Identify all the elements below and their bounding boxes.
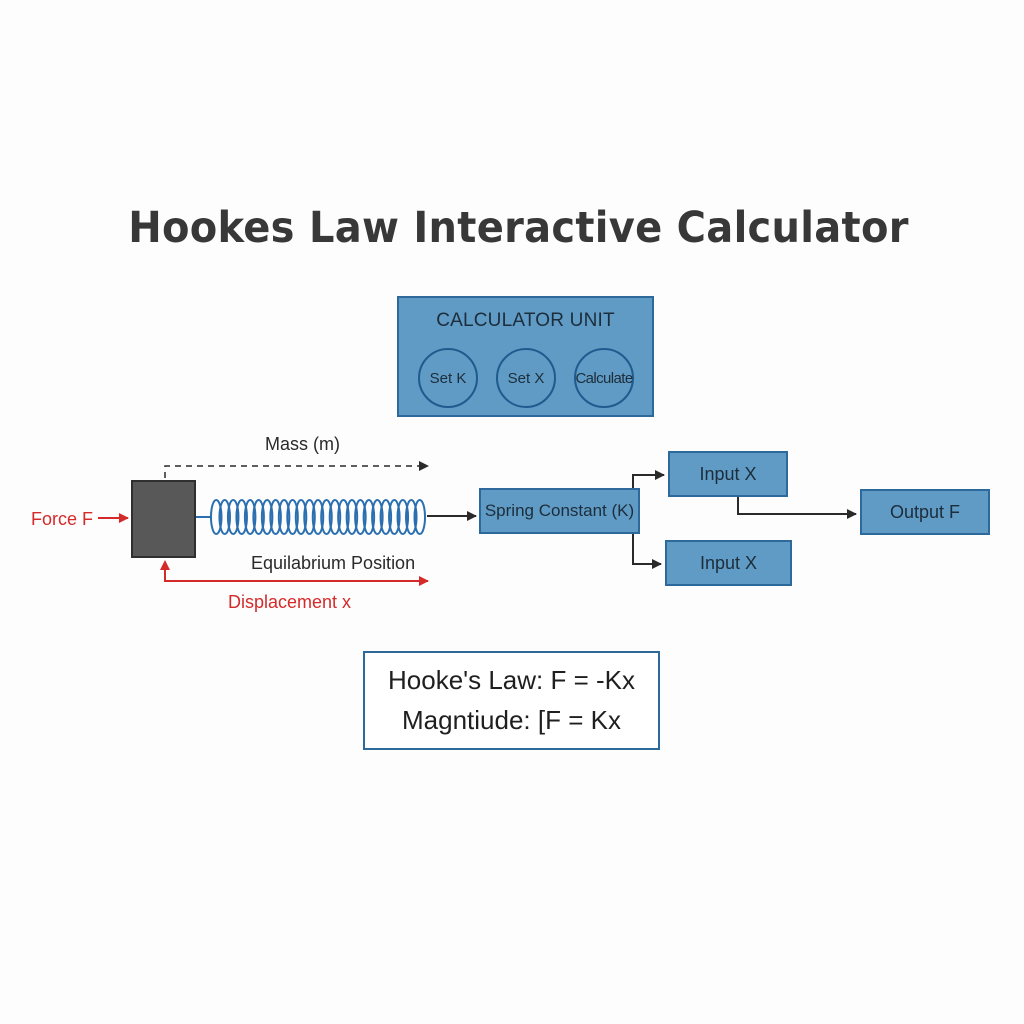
calculator-unit-label: CALCULATOR UNIT [436,310,615,331]
formula-box: Hooke's Law: F = -Kx Magntiude: [F = Kx [363,651,660,750]
spring-coil [196,499,427,535]
spring-loop [303,499,316,535]
output-f-box: Output F [860,489,990,535]
spring-loop [328,499,342,535]
spring-loop [362,499,376,535]
spring-constant-box: Spring Constant (K) [479,488,640,534]
spring-loop [371,499,384,535]
spring-loop [294,499,308,535]
input-x-box-top: Input X [668,451,788,497]
spring-loop [218,499,231,535]
input-to-output-arrow [737,497,857,519]
magnitude-formula: Magntiude: [F = Kx [402,705,621,735]
equilibrium-position-label: Equilabrium Position [251,553,416,573]
k-to-input-top-arrow [632,470,665,489]
mass-block [131,480,196,558]
displacement-label: Displacement x [228,592,352,612]
mass-label: Mass (m) [265,434,340,454]
k-to-input-bottom-arrow [632,533,662,569]
spring-loop [379,499,393,535]
spring-loop [345,499,359,535]
spring-loop [405,499,418,535]
spring-loop [396,499,410,535]
spring-loop [252,499,265,535]
spring-loop [337,499,350,535]
spring-loop [269,499,282,535]
spring-loop [354,499,367,535]
input-x-box-bottom: Input X [665,540,792,586]
displacement-arrow-head-up [160,560,170,570]
mass-dashed-arrow [164,461,429,478]
force-label: Force F [31,509,94,529]
page-title: Hookes Law Interactive Calculator [128,203,909,253]
set-x-button[interactable]: Set X [496,348,556,408]
spring-loop [311,499,325,535]
spring-loop [209,499,223,535]
spring-loop [413,499,427,535]
calculate-button[interactable]: Calculate [574,348,634,408]
spring-loop [277,499,291,535]
spring-loop [235,499,248,535]
hookes-law-formula: Hooke's Law: F = -Kx [388,665,635,695]
spring-loop [320,499,333,535]
spring-loop [286,499,299,535]
spring-loop [243,499,257,535]
spring-loop [388,499,401,535]
set-k-button[interactable]: Set K [418,348,478,408]
spring-loop [226,499,240,535]
calculator-unit-panel: CALCULATOR UNIT Set K Set X Calculate [397,296,654,417]
spring-loop [260,499,274,535]
